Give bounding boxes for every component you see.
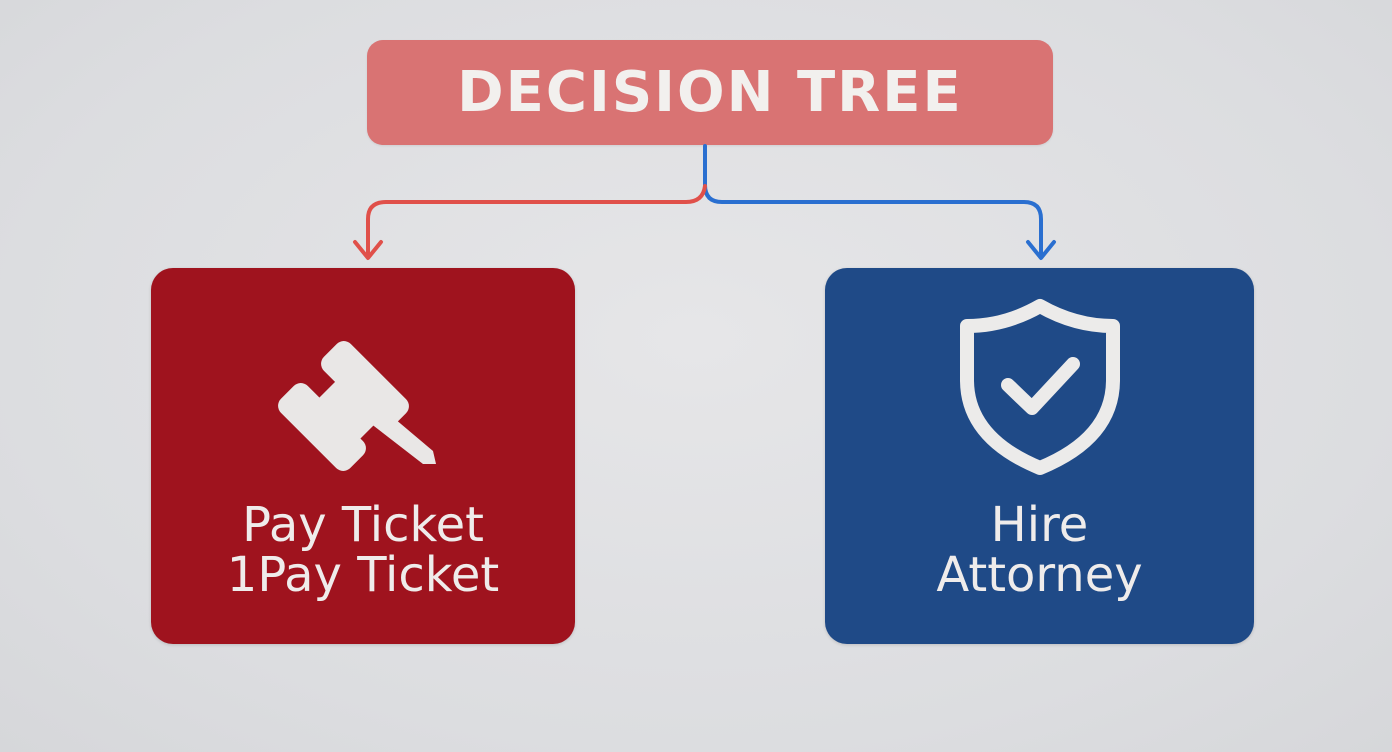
label-line-2: 1Pay Ticket [226,547,500,603]
option-card-pay-ticket: Pay Ticket 1Pay Ticket [151,268,575,644]
label-line-1: Pay Ticket [242,497,484,553]
right-branch-arrowhead [1026,240,1056,260]
label-line-2: Attorney [936,547,1143,603]
gavel-icon [278,341,436,471]
root-node-title: DECISION TREE [457,60,963,125]
option-card-hire-attorney: Hire Attorney [825,268,1254,644]
left-branch-line [366,184,707,258]
hire-attorney-label: Hire Attorney [825,500,1254,600]
right-branch-line [703,144,1043,258]
label-line-1: Hire [990,497,1089,553]
shield-check-icon [960,299,1120,475]
left-branch-arrowhead [353,240,383,260]
pay-ticket-label: Pay Ticket 1Pay Ticket [151,500,575,600]
root-node-decision-tree: DECISION TREE [367,40,1053,145]
